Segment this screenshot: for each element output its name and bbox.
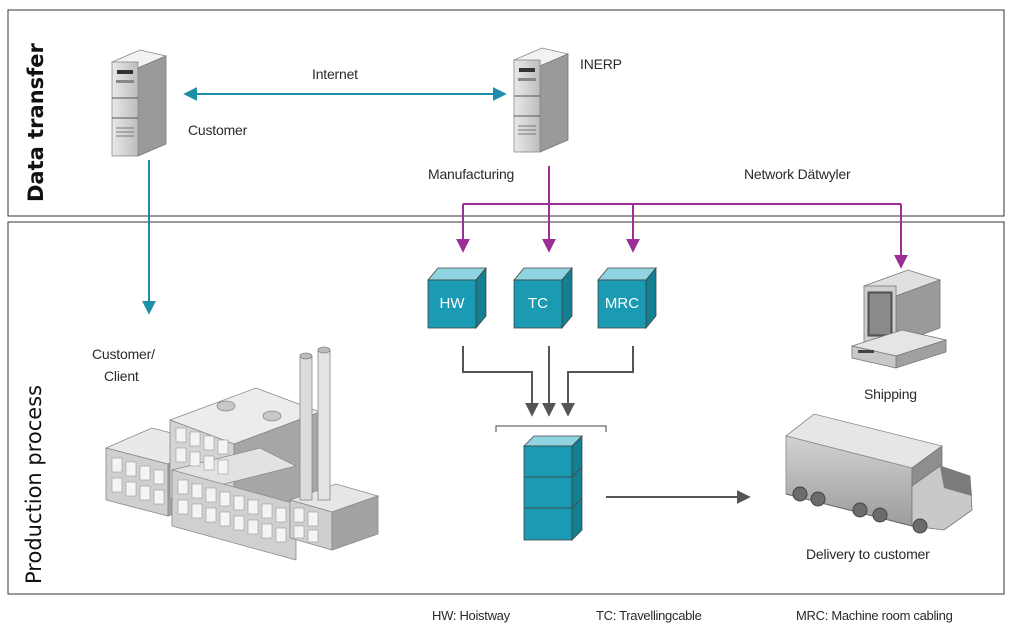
computer-icon [850, 269, 948, 369]
merge-arrows [462, 346, 634, 417]
hw-box [427, 266, 487, 330]
tc-box-label: TC [528, 295, 548, 312]
truck-icon [785, 413, 973, 534]
legend-hw: HW: Hoistway [432, 608, 510, 623]
hw-box-label: HW [439, 295, 465, 312]
customer-server-label: Customer [188, 122, 248, 138]
customer-server-icon [110, 49, 168, 157]
legend-tc: TC: Travellingcable [596, 608, 702, 623]
customer-client-label-line1: Customer/ [92, 346, 155, 362]
internet-label: Internet [312, 66, 358, 82]
mrc-box [597, 266, 657, 330]
legend-mrc: MRC: Machine room cabling [796, 608, 953, 623]
inerp-label: INERP [580, 56, 622, 72]
inerp-server-icon [512, 47, 570, 153]
network-label: Network Dätwyler [744, 166, 851, 182]
customer-client-label-line2: Client [104, 368, 139, 384]
shipping-label: Shipping [864, 386, 917, 402]
network-connectors [456, 166, 908, 269]
manufacturing-label: Manufacturing [428, 166, 515, 182]
data-transfer-title: Data transfer [24, 43, 48, 202]
delivery-label: Delivery to customer [806, 546, 930, 562]
data-transfer-frame [7, 9, 1005, 217]
factory-icon [104, 346, 380, 561]
tc-box [513, 266, 573, 330]
production-process-frame [7, 221, 1005, 595]
stacked-boxes [523, 435, 583, 541]
mrc-box-label: MRC [604, 295, 640, 312]
merge-bracket [495, 425, 607, 432]
production-process-title: Production process [22, 384, 46, 584]
